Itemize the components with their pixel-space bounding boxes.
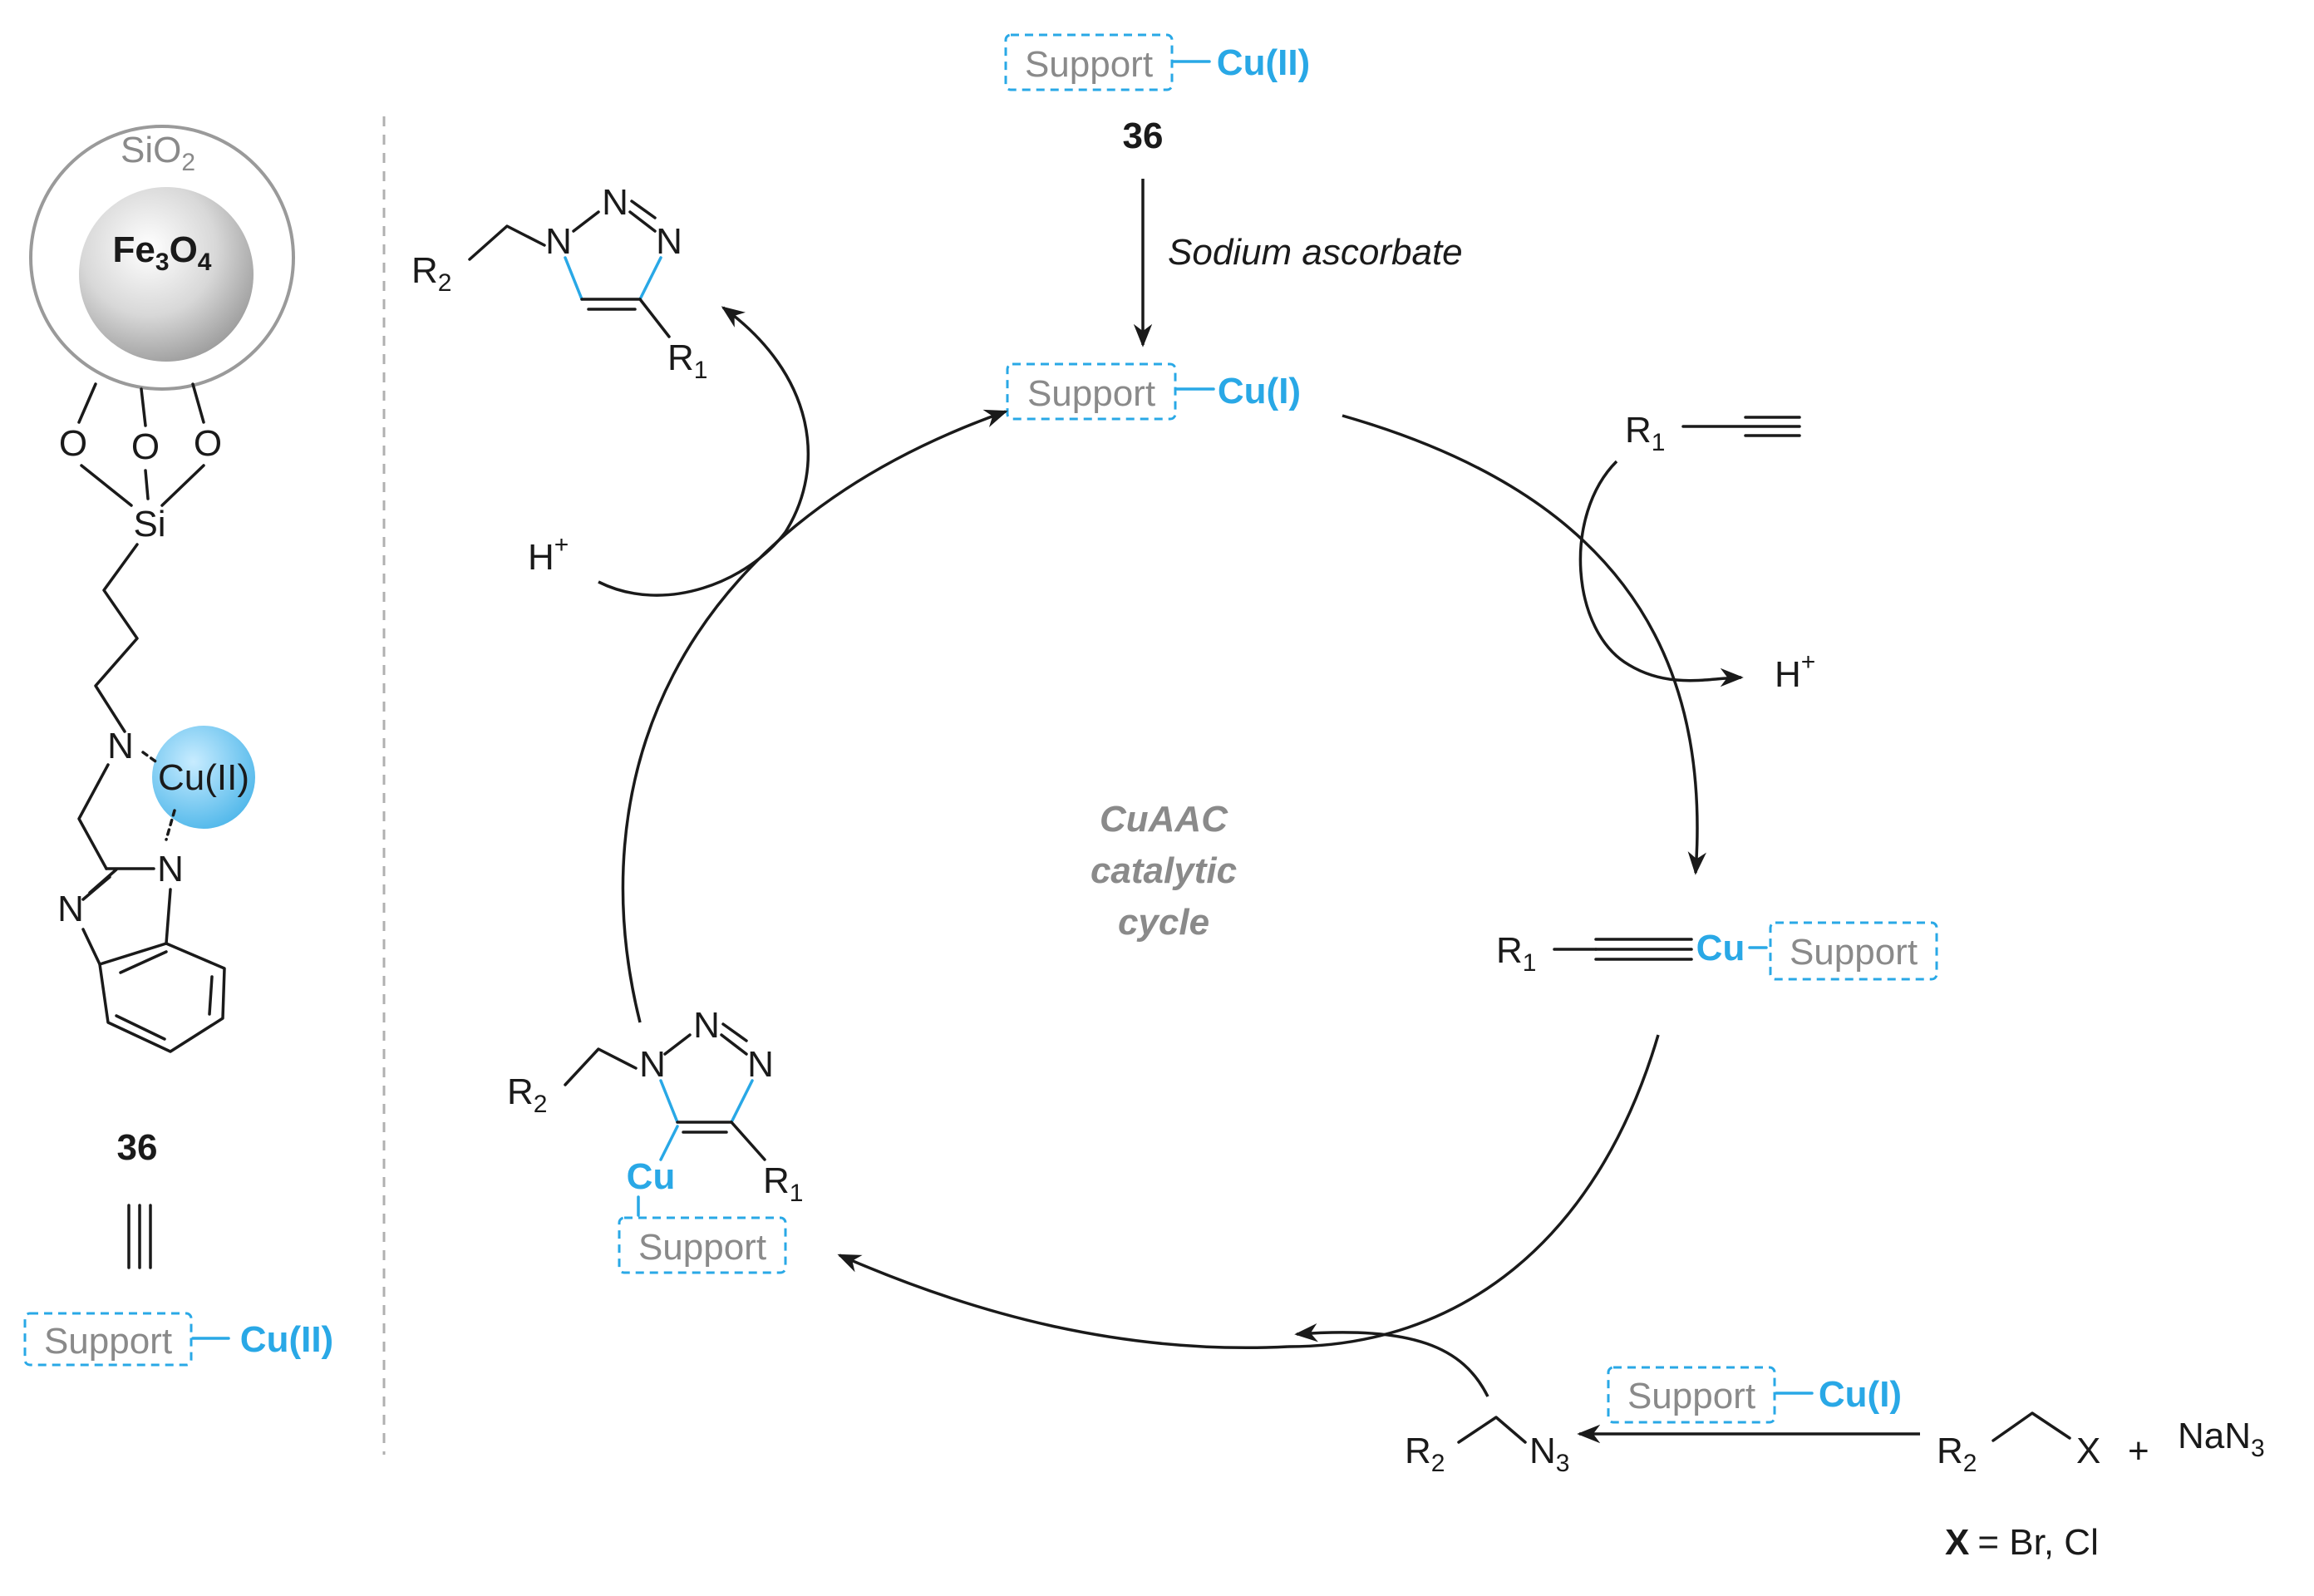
proton-byproduct-1: H+ <box>1775 648 1815 695</box>
active-metal: Cu(I) <box>1218 371 1301 411</box>
azide-r2: R2 <box>1405 1431 1445 1477</box>
precatalyst-support: Support <box>1025 44 1153 85</box>
azide-catalyst-support: Support <box>1627 1376 1755 1416</box>
active-catalyst: Support Cu(I) <box>1006 362 1301 421</box>
product-r1: R1 <box>667 337 707 384</box>
amine-nitrogen: N <box>107 726 134 766</box>
azide-entry-arrow <box>1294 1323 1489 1397</box>
triazolide-support-box <box>618 1216 787 1274</box>
active-support-box <box>1006 362 1177 421</box>
triazolide-n3: N <box>747 1044 774 1085</box>
cycle-arrow-azide-addition-b <box>837 1254 1289 1350</box>
precatalyst-metal: Cu(II) <box>1217 42 1310 83</box>
alkyne-entry: R1 H+ <box>1578 410 1815 695</box>
protonolysis-release-arrow <box>598 306 810 597</box>
triazole-product: R2 N N N R1 H+ <box>411 182 810 597</box>
product-n1: N <box>545 221 572 262</box>
proton-reagent: H+ <box>528 531 569 578</box>
triazolide-n2: N <box>693 1005 720 1046</box>
reduction-reagent: Sodium ascorbate <box>1168 232 1463 273</box>
support-box <box>23 1312 193 1367</box>
imidazole-nitrogen: N <box>157 849 184 889</box>
supported-catalyst-structure: SiO2 Fe3O4 O O O Si N Cu(II) N N 36 Supp… <box>23 125 333 1367</box>
copper-center <box>152 726 255 829</box>
product-n3: N <box>656 221 682 262</box>
acetylide-r1: R1 <box>1496 930 1536 977</box>
cycle-title-line3: cycle <box>1118 902 1209 943</box>
sodium-azide: NaN3 <box>2178 1416 2265 1462</box>
triazolide-r2: R2 <box>507 1071 547 1118</box>
copper-triazolide: R2 N N N R1 Cu Support <box>507 1005 803 1274</box>
product-n2: N <box>602 182 628 223</box>
magnetite-core <box>79 187 254 362</box>
azide-n3: N3 <box>1529 1431 1569 1477</box>
magnetite-label: Fe3O4 <box>113 229 212 276</box>
precatalyst-number: 36 <box>1123 116 1164 156</box>
triazolide-r1: R1 <box>763 1160 803 1207</box>
terminal-alkyne-label: R1 <box>1625 410 1665 456</box>
x-footnote: X= Br, Cl <box>1945 1522 2099 1563</box>
leaving-group: X <box>2076 1431 2100 1471</box>
cycle-arrow-protonolysis <box>621 409 1008 1023</box>
support-shorthand: Support <box>44 1321 172 1362</box>
triazolide-n1: N <box>639 1044 666 1085</box>
azide-formation: Support Cu(I) R2 X + NaN3 R2 N3 X= Br, C… <box>1294 1323 2265 1563</box>
product-r2: R2 <box>411 250 451 297</box>
cycle-arrow-azide-addition-a <box>1287 1034 1660 1348</box>
copper-acetylide: R1 Cu Support <box>1496 921 1938 981</box>
triazolide-copper: Cu <box>627 1156 676 1197</box>
oxygen-atom: O <box>59 423 87 464</box>
equivalence-symbol <box>127 1204 152 1269</box>
triazolide-support: Support <box>638 1227 766 1268</box>
azide-catalyst-metal: Cu(I) <box>1819 1374 1902 1415</box>
alkyne-entry-arrow <box>1578 460 1744 687</box>
active-support: Support <box>1027 373 1155 414</box>
cycle-title-line2: catalytic <box>1091 850 1237 891</box>
cycle-title-line1: CuAAC <box>1100 799 1228 840</box>
oxygen-atom: O <box>194 423 222 464</box>
silica-label: SiO2 <box>121 130 195 176</box>
cycle-arrow-alkyne-coordination <box>1342 414 1706 875</box>
plus-sign: + <box>2128 1431 2149 1471</box>
catalytic-cycle-arrows <box>621 409 1706 1350</box>
acetylide-copper: Cu <box>1696 928 1745 968</box>
halide-r2: R2 <box>1937 1431 1977 1477</box>
copper-ii-shorthand: Cu(II) <box>240 1319 333 1360</box>
precatalyst-support-box <box>1004 33 1174 91</box>
copper-label: Cu(II) <box>158 757 249 798</box>
imine-nitrogen: N <box>57 889 84 929</box>
oxygen-atom: O <box>131 426 160 467</box>
azide-catalyst-support-box <box>1607 1366 1776 1424</box>
silicon-atom: Si <box>133 504 165 544</box>
acetylide-support-box <box>1769 921 1938 981</box>
precatalyst: Support Cu(II) 36 Sodium ascorbate <box>1004 33 1463 347</box>
acetylide-support: Support <box>1790 932 1918 973</box>
compound-number-36: 36 <box>117 1127 158 1168</box>
